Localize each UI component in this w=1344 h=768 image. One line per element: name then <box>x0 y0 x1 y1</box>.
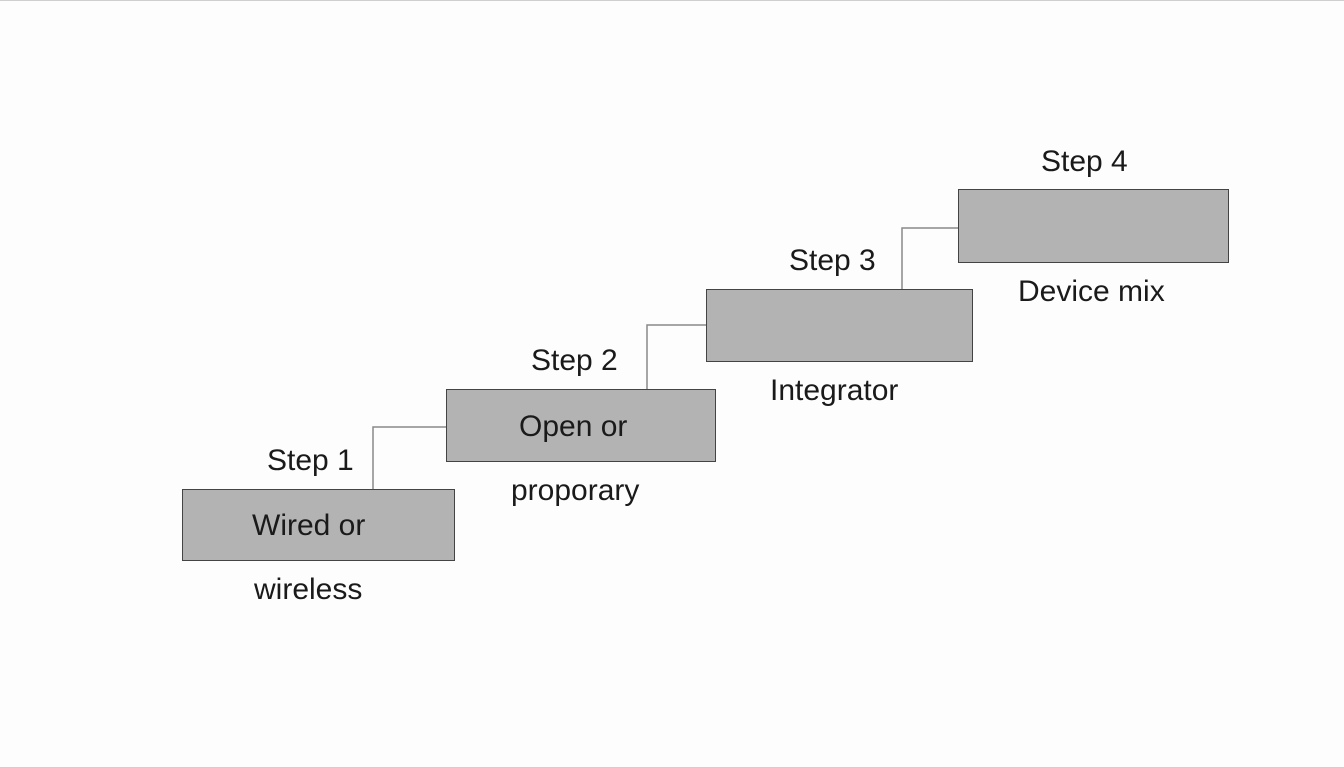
step-4-box <box>958 189 1229 263</box>
step-2-label: Step 2 <box>531 344 618 377</box>
step-1-box <box>182 489 455 561</box>
step-3-label: Step 3 <box>789 244 876 277</box>
step-1-box-text: Wired or <box>252 509 366 542</box>
step-3-description: Integrator <box>770 374 899 407</box>
step-1-description: wireless <box>254 573 363 606</box>
connector-step3-step4 <box>901 227 958 289</box>
connector-step1-step2 <box>372 426 446 489</box>
step-2-description: proporary <box>511 474 640 507</box>
step-2-box-text: Open or <box>519 410 628 443</box>
step-4-description: Device mix <box>1018 275 1165 308</box>
connector-step2-step3 <box>646 324 706 389</box>
step-1-label: Step 1 <box>267 444 354 477</box>
step-2-box <box>446 389 716 462</box>
step-4-label: Step 4 <box>1041 145 1128 178</box>
step-3-box <box>706 289 973 362</box>
